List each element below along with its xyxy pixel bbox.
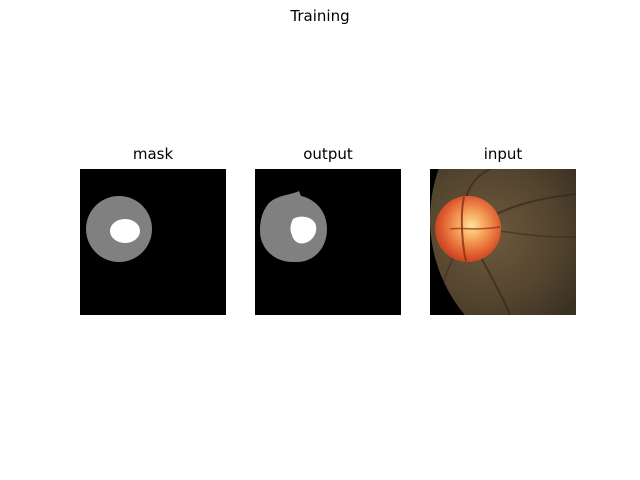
input-retina [430, 169, 576, 315]
output-optic-cup [290, 216, 317, 244]
mask-optic-cup [110, 219, 140, 243]
input-panel-title: input [483, 145, 523, 163]
mask-panel [80, 169, 226, 315]
output-image [255, 169, 401, 315]
output-panel [255, 169, 401, 315]
input-panel [430, 169, 576, 315]
mask-panel-title: mask [132, 145, 174, 163]
mask-image [80, 169, 226, 315]
output-panel-title: output [303, 145, 353, 163]
input-fundus-image [430, 169, 576, 315]
figure-title: Training [290, 7, 350, 25]
